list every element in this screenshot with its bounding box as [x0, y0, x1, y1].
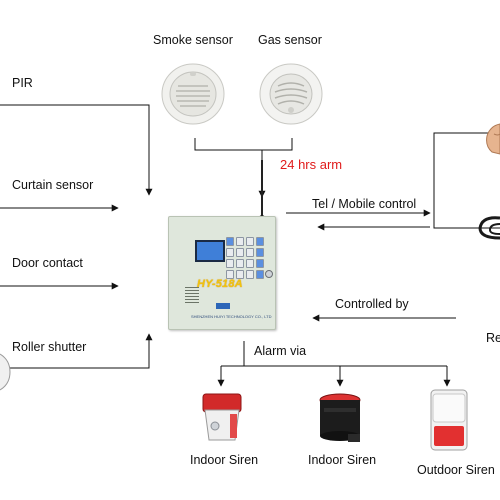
- speaker-vents: [185, 287, 199, 305]
- curtain-sensor-label: Curtain sensor: [12, 178, 94, 192]
- maker-logo: [216, 303, 230, 309]
- panel-brand: HY-518A: [197, 278, 243, 290]
- roller-shutter-label: Roller shutter: [12, 340, 87, 354]
- lcd-screen: [195, 240, 225, 262]
- siren-2-label: Indoor Siren: [308, 453, 377, 467]
- roller-shutter-device-icon: [0, 353, 11, 391]
- cut-off-label: Re: [486, 331, 500, 345]
- phone-icon: [478, 216, 500, 240]
- pir-connector: [0, 104, 153, 196]
- alarm-via-label: Alarm via: [254, 344, 307, 358]
- right-bracket: [433, 132, 500, 229]
- controlled-by-label: Controlled by: [335, 297, 409, 311]
- smoke-sensor-label: Smoke sensor: [153, 33, 233, 47]
- outdoor-siren-icon: [430, 389, 468, 451]
- pir-label: PIR: [12, 76, 33, 90]
- gas-sensor-label: Gas sensor: [258, 33, 322, 47]
- hand-icon: [486, 123, 500, 155]
- indoor-siren-icon: [202, 393, 242, 441]
- siren-1-label: Indoor Siren: [190, 453, 259, 467]
- sensors-connector: [194, 138, 293, 151]
- indoor-siren-2-icon: [319, 393, 361, 442]
- maker-text: SHENZHEN HUIYI TECHNOLOGY CO., LTD: [191, 314, 272, 319]
- key-lock-icon: [265, 270, 273, 278]
- gas-sensor-icon: [259, 63, 323, 125]
- keypad: [226, 237, 264, 279]
- siren-3-label: Outdoor Siren: [417, 463, 495, 477]
- alarm-control-panel: HY-518A SHENZHEN HUIYI TECHNOLOGY CO., L…: [168, 216, 276, 330]
- arm-label: 24 hrs arm: [280, 157, 343, 172]
- roller-connector: [0, 333, 153, 369]
- smoke-sensor-icon: [161, 63, 225, 125]
- tel-mobile-label: Tel / Mobile control: [312, 197, 417, 211]
- door-contact-label: Door contact: [12, 256, 83, 270]
